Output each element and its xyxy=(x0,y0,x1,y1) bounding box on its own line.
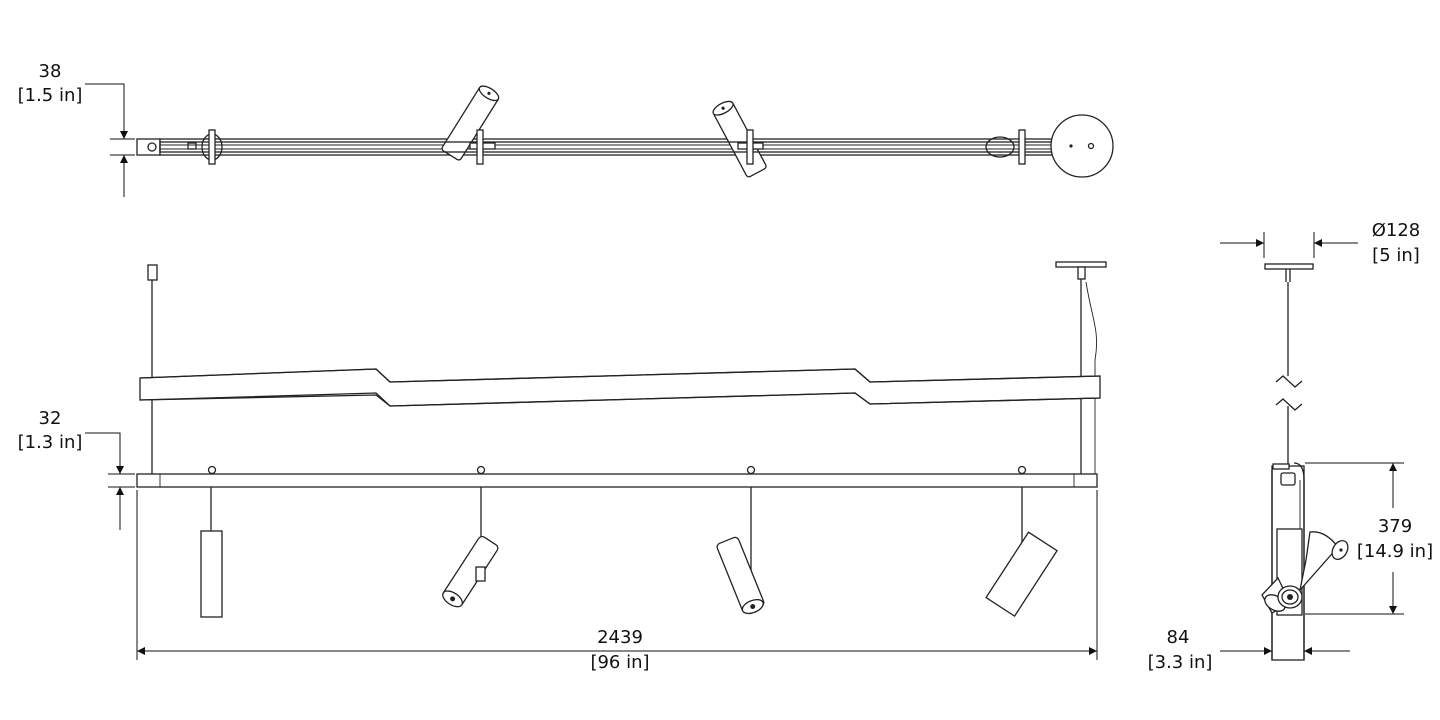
dim-2439-value: 2439 xyxy=(597,627,643,648)
dimension-diameter: Ø128 [5 in] xyxy=(1220,220,1420,266)
clips-top xyxy=(201,129,1026,165)
dim-84-imperial: [3.3 in] xyxy=(1148,652,1213,673)
rail-clips xyxy=(207,465,1027,475)
fixture-2 xyxy=(442,487,499,608)
dim-84-value: 84 xyxy=(1167,627,1190,648)
rail-front xyxy=(136,473,1098,488)
dimension-2439: 2439 [96 in] xyxy=(136,490,1098,673)
front-view xyxy=(136,261,1107,618)
canopy-top xyxy=(1050,114,1114,178)
dimension-38: 38 [1.5 in] xyxy=(18,61,135,197)
fixture-3 xyxy=(716,487,765,615)
canopy-front xyxy=(1055,261,1107,268)
dimension-32: 32 [1.3 in] xyxy=(18,408,135,530)
fixture-1 xyxy=(200,487,223,618)
dim-2439-imperial: [96 in] xyxy=(590,652,649,673)
dimension-84: 84 [3.3 in] xyxy=(1148,627,1350,673)
dim-379-value: 379 xyxy=(1378,516,1412,537)
dim-379-imperial: [14.9 in] xyxy=(1357,541,1433,562)
break-line-bottom xyxy=(139,392,1101,407)
side-view xyxy=(1261,263,1349,661)
canopy-side xyxy=(1264,263,1314,270)
spot-top-3 xyxy=(712,100,767,178)
break-line-top xyxy=(139,368,1101,383)
dim-diameter-imperial: [5 in] xyxy=(1372,245,1420,266)
dimension-379: 379 [14.9 in] xyxy=(1305,462,1433,615)
dim-32-imperial: [1.3 in] xyxy=(18,432,83,453)
fixture-4 xyxy=(985,487,1058,618)
dim-32-value: 32 xyxy=(39,408,62,429)
dim-38-value: 38 xyxy=(39,61,62,82)
left-anchor xyxy=(147,264,158,281)
dim-38-imperial: [1.5 in] xyxy=(18,85,83,106)
dim-diameter-value: Ø128 xyxy=(1372,220,1421,241)
top-view xyxy=(136,85,1114,178)
